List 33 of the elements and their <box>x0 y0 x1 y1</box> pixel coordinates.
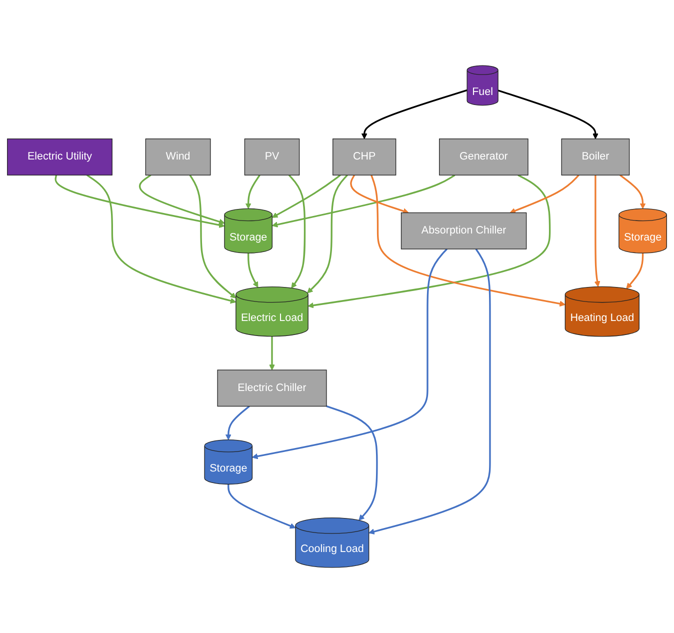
arrow <box>326 405 378 521</box>
arrow <box>248 253 258 288</box>
arrow <box>370 174 566 307</box>
node-box: PV <box>244 138 300 176</box>
arrow <box>225 406 250 440</box>
arrow <box>86 174 236 304</box>
arrow <box>269 336 275 370</box>
arrow <box>368 248 491 534</box>
arrow <box>252 248 448 460</box>
arrow <box>307 174 348 294</box>
arrow <box>626 253 644 289</box>
arrow <box>54 174 225 228</box>
arrow <box>139 174 225 224</box>
arrow <box>350 174 409 214</box>
arrow <box>228 484 296 529</box>
node-box: Generator <box>439 138 528 176</box>
arrow <box>498 90 598 140</box>
node-box: Boiler <box>561 138 630 176</box>
arrow <box>272 174 456 228</box>
arrow <box>510 174 580 214</box>
arrow <box>620 174 646 209</box>
arrow <box>272 174 341 218</box>
node-box: Absorption Chiller <box>400 212 527 250</box>
arrow <box>361 89 468 140</box>
arrow <box>288 174 306 288</box>
node-box: Wind <box>145 138 211 176</box>
node-box: Electric Chiller <box>217 370 327 407</box>
node-box: Electric Utility <box>7 138 112 176</box>
arrow <box>308 174 551 308</box>
arrow <box>189 174 236 298</box>
arrow <box>594 175 600 287</box>
arrow <box>245 174 260 209</box>
node-box: CHP <box>332 138 396 176</box>
